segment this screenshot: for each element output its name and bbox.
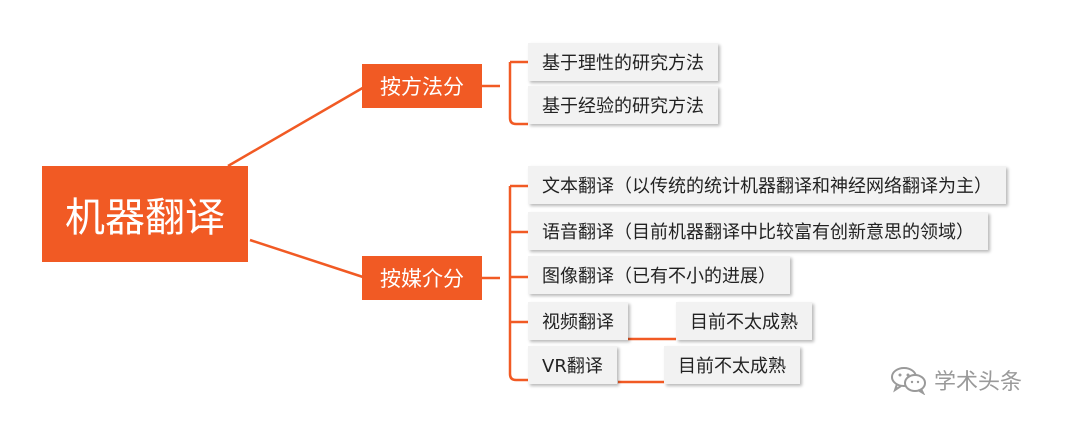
watermark-text: 学术头条 [934,370,1023,395]
leaf-vr-translation: VR翻译 [528,346,617,384]
bracket-method [482,60,528,126]
leaf-image-translation: 图像翻译（已有不小的进展） [528,256,790,294]
leaf-speech-translation: 语音翻译（目前机器翻译中比较富有创新意思的领域） [528,212,988,250]
branch-media: 按媒介分 [362,256,482,300]
connector-root-method [227,84,367,168]
watermark: 学术头条 [890,362,1022,398]
note-video-immature: 目前不太成熟 [676,302,812,340]
wechat-icon [891,367,926,395]
leaf-rational-method: 基于理性的研究方法 [528,43,718,81]
leaf-text-translation: 文本翻译（以传统的统计机器翻译和神经网络翻译为主） [528,166,1006,204]
root-node: 机器翻译 [42,166,248,262]
leaf-video-translation: 视频翻译 [528,302,628,340]
bracket-media [482,184,528,382]
branch-method: 按方法分 [362,64,482,108]
note-vr-immature: 目前不太成熟 [664,346,800,384]
leaf-empirical-method: 基于经验的研究方法 [528,86,718,124]
connector-root-media [249,238,367,280]
